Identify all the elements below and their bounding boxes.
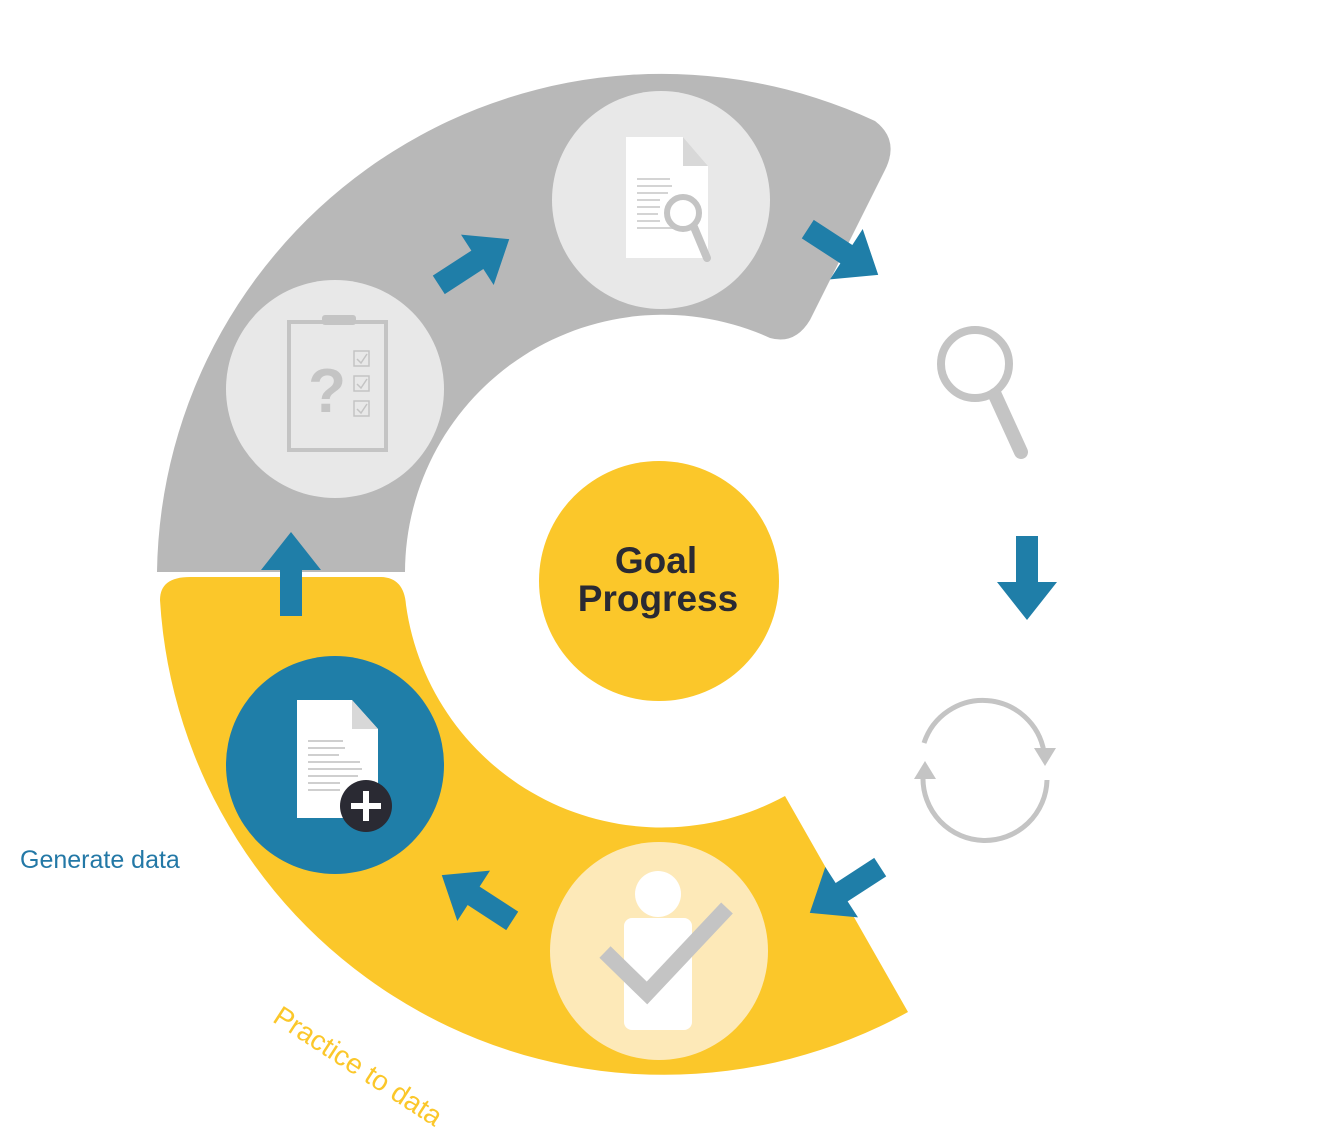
clipboard-question-icon: ? bbox=[226, 280, 444, 498]
center-title-line1: Goal bbox=[615, 540, 697, 581]
generate-data-label: Generate data bbox=[20, 846, 180, 874]
svg-text:?: ? bbox=[308, 357, 346, 426]
arrow-down bbox=[997, 536, 1057, 620]
person-check-icon bbox=[550, 842, 768, 1060]
magnifier-icon bbox=[937, 326, 1028, 459]
goal-progress-circle bbox=[539, 461, 779, 701]
center-title-line2: Progress bbox=[578, 578, 738, 619]
document-search-icon bbox=[552, 91, 770, 309]
cycle-arrows-icon bbox=[914, 697, 1056, 843]
document-add-icon bbox=[226, 656, 444, 874]
